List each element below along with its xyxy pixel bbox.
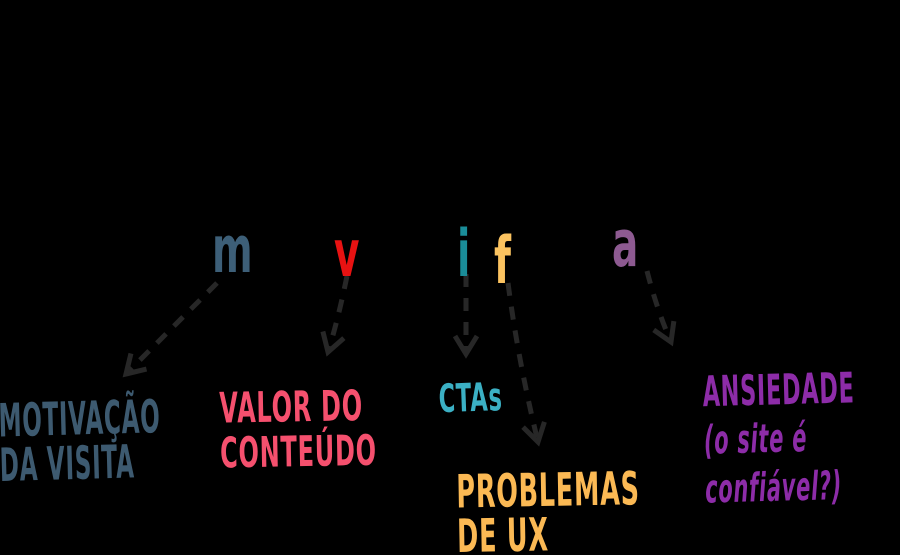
arrow-v-to-valor xyxy=(320,275,350,357)
label-line: (o site é xyxy=(703,415,808,465)
label-ansiedade: ANSIEDADE (o site é confiável?) xyxy=(701,362,858,514)
acronym-letter-m: m xyxy=(212,213,253,288)
arrow-f-to-problemas xyxy=(505,282,547,447)
label-line: CONTEÚDO xyxy=(219,425,378,478)
label-line: confiável?) xyxy=(704,463,843,514)
arrow-m-to-motivacao xyxy=(122,281,219,378)
label-valor-do-conteudo: VALOR DO CONTEÚDO xyxy=(219,381,378,478)
label-line: DA VISITA xyxy=(0,435,136,494)
acronym-letter-f: f xyxy=(494,224,511,299)
label-line: ANSIEDADE xyxy=(701,362,856,417)
arrow-a-to-ansiedade xyxy=(644,270,677,347)
label-motivacao-da-visita: MOTIVAÇÃO DA VISITA xyxy=(0,390,162,494)
label-line: DE UX xyxy=(456,508,550,555)
acronym-letter-i: i xyxy=(457,217,471,292)
label-ctas: CTAs xyxy=(437,374,504,423)
label-problemas-de-ux: PROBLEMAS DE UX xyxy=(456,462,641,555)
label-line: CTAs xyxy=(437,374,504,423)
acronym-letter-a: a xyxy=(612,207,639,282)
acronym-letter-v: v xyxy=(334,217,360,292)
